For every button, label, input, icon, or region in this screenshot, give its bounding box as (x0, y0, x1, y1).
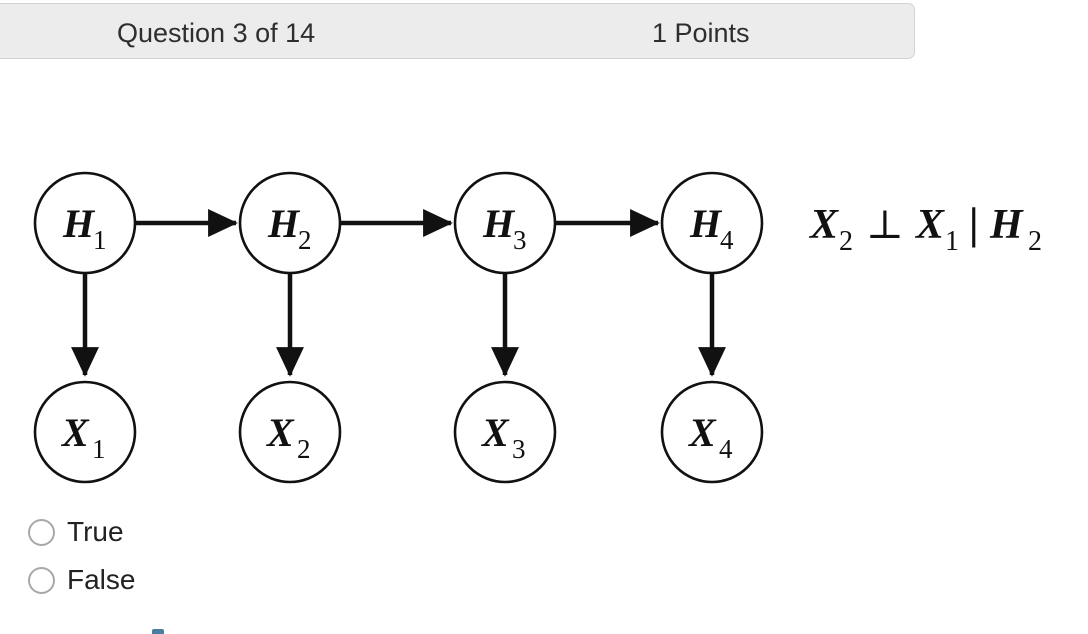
node-h3: H 3 (453, 171, 557, 275)
independence-expression: X 2 ⊥ X 1 | H 2 (808, 202, 1042, 257)
node-x2: X 2 (238, 380, 342, 484)
expr-given-symbol: | (967, 202, 980, 248)
node-h4: H 4 (660, 171, 764, 275)
expr-term2-subscript: 1 (945, 226, 959, 257)
node-x1-subscript: 1 (92, 434, 106, 464)
node-x3: X 3 (453, 380, 557, 484)
hmm-diagram: H 1 H 2 H 3 H 4 X 1 X 2 (0, 62, 1088, 502)
expr-term1: X (808, 202, 839, 248)
node-h1-subscript: 1 (93, 225, 107, 255)
node-h3-subscript: 3 (513, 225, 527, 255)
expr-term3: H (989, 202, 1024, 248)
node-h3-label: H (482, 201, 516, 246)
expr-term2: X (914, 202, 945, 248)
node-h1: H 1 (33, 171, 137, 275)
expr-term1-subscript: 2 (839, 226, 853, 257)
node-x1: X 1 (33, 380, 137, 484)
option-false[interactable]: False (28, 556, 528, 604)
radio-button-false-icon[interactable] (28, 566, 55, 594)
expr-term3-subscript: 2 (1028, 226, 1042, 257)
node-h4-subscript: 4 (720, 225, 734, 255)
radio-button-true-icon[interactable] (28, 518, 55, 546)
question-header-bar: Question 3 of 14 1 Points (0, 3, 915, 59)
node-x4-label: X (687, 410, 717, 455)
question-index-label: Question 3 of 14 (117, 18, 316, 48)
node-h2-subscript: 2 (298, 225, 312, 255)
node-x2-label: X (265, 410, 295, 455)
question-points-label: 1 Points (652, 18, 750, 48)
node-x4-subscript: 4 (719, 434, 733, 464)
node-h4-label: H (689, 201, 723, 246)
expr-perp-symbol: ⊥ (866, 202, 904, 248)
option-true[interactable]: True (28, 508, 528, 556)
answer-options: True False (28, 508, 528, 604)
node-x4: X 4 (660, 380, 764, 484)
clipped-bottom-control[interactable] (152, 629, 164, 634)
node-x2-subscript: 2 (297, 434, 311, 464)
node-h2: H 2 (238, 171, 342, 275)
node-x3-label: X (480, 410, 510, 455)
option-false-label: False (67, 564, 136, 595)
node-h1-label: H (62, 201, 96, 246)
node-x3-subscript: 3 (512, 434, 526, 464)
node-h2-label: H (267, 201, 301, 246)
node-x1-label: X (60, 410, 90, 455)
option-true-label: True (67, 516, 124, 547)
